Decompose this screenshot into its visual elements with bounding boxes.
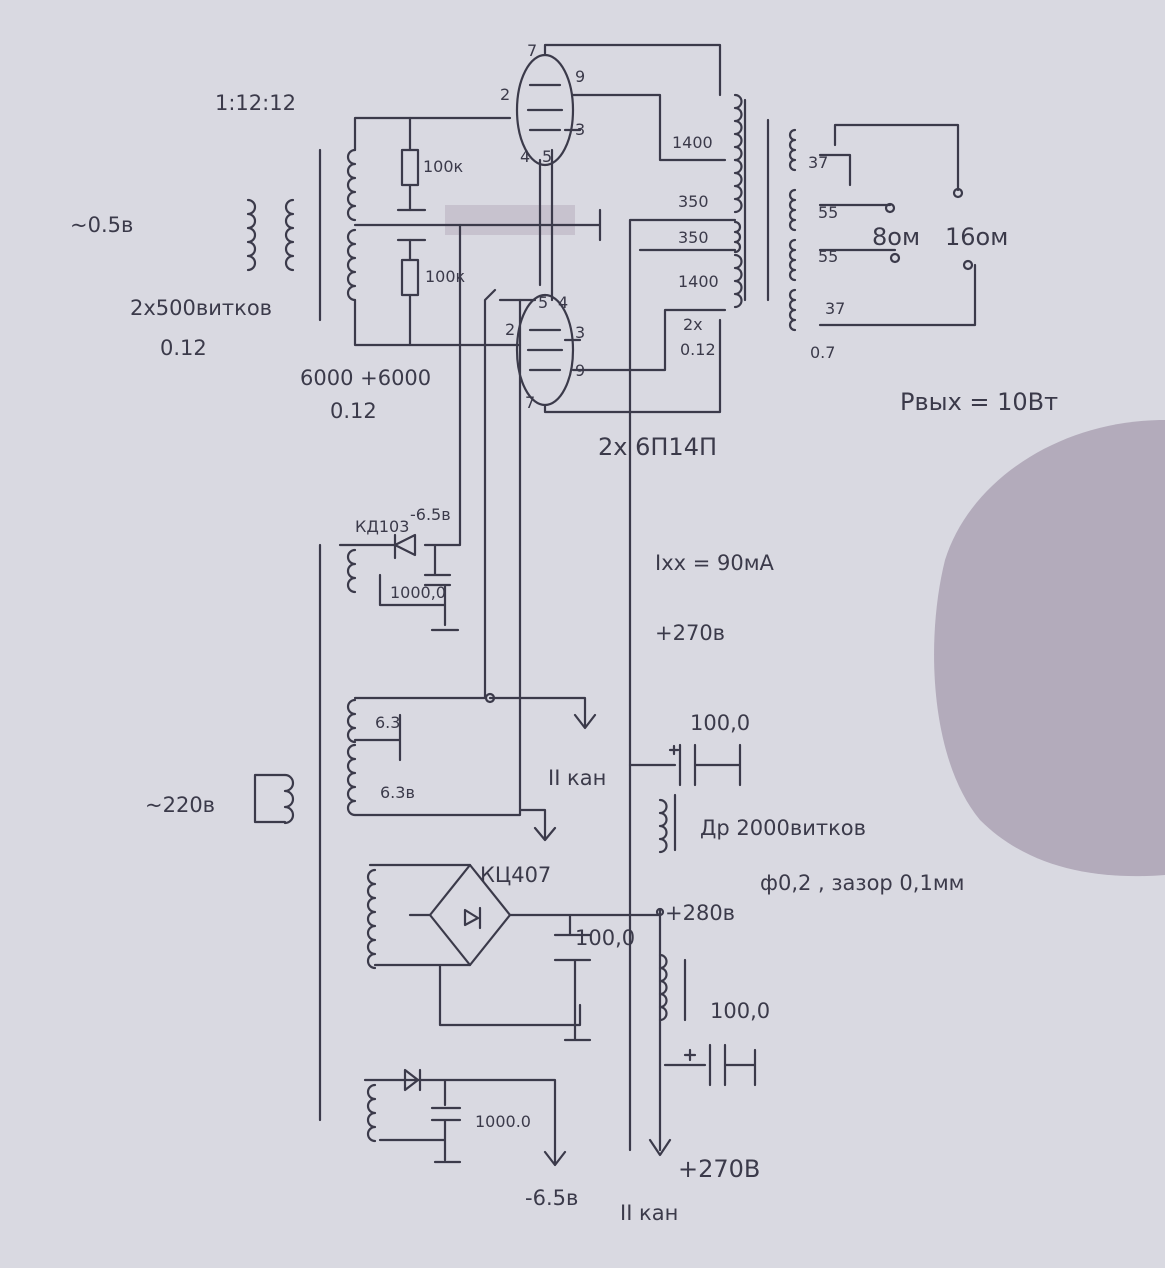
coil-winding	[346, 698, 357, 744]
label-tubes: 2х 6П14П	[598, 433, 717, 461]
label-8ohm: 8ом	[872, 223, 920, 251]
label-choke-spec: ф0,2 , зазор 0,1мм	[760, 871, 965, 895]
label-s1: 37	[808, 153, 828, 172]
label-r1: 100к	[423, 157, 464, 176]
smudge-small	[445, 205, 575, 235]
label-p2: 350	[678, 192, 709, 211]
label-280: +280в	[665, 901, 735, 925]
coil-winding	[733, 93, 743, 162]
label-ratio: 1:12:12	[215, 91, 296, 115]
coil-winding	[788, 128, 797, 172]
coil-winding	[658, 953, 668, 1022]
pin: 9	[575, 361, 585, 380]
pin: 2	[500, 85, 510, 104]
label-cap3: 100,0	[710, 999, 770, 1023]
label-r2: 100к	[425, 267, 466, 286]
coil-winding	[284, 198, 295, 272]
pin: 5	[542, 147, 552, 166]
pin: 7	[525, 393, 535, 412]
coil-winding	[346, 548, 357, 594]
coil-winding	[346, 228, 357, 302]
label-wire-count: 2х	[683, 315, 703, 334]
label-choke: Др 2000витков	[700, 816, 866, 840]
label-heater2: 6.3в	[380, 783, 415, 802]
coil-winding	[788, 238, 797, 282]
pin: 5	[538, 293, 548, 312]
label-ch2: II кан	[548, 766, 606, 790]
coil-winding	[366, 868, 377, 970]
pin: 9	[575, 67, 585, 86]
label-heater1: 6.3	[375, 713, 400, 732]
label-bias-voltage: -6.5в	[410, 505, 451, 524]
coils	[246, 93, 797, 1143]
label-p3: 350	[678, 228, 709, 247]
pin: 4	[558, 293, 568, 312]
label-bridge: КЦ407	[480, 863, 551, 887]
label-mains: ~220в	[145, 793, 215, 817]
label-secondary: 6000 +6000	[300, 366, 431, 390]
coil-winding	[658, 798, 668, 854]
coil-winding	[733, 253, 743, 309]
label-input-voltage: ~0.5в	[70, 213, 133, 237]
pin: 2	[505, 320, 515, 339]
label-power-out: Pвых = 10Вт	[900, 388, 1058, 416]
label-idle-current: Iхх = 90мА	[655, 551, 775, 575]
label-primary-wire: 0.12	[160, 336, 207, 360]
coil-winding	[346, 148, 357, 222]
label-bias2-voltage: -6.5в	[525, 1186, 578, 1210]
label-primary: 2х500витков	[130, 296, 272, 320]
pin: 3	[575, 323, 585, 342]
coil-winding	[283, 773, 295, 825]
label-16ohm: 16ом	[945, 223, 1008, 251]
label-s2: 55	[818, 203, 838, 222]
coil-winding	[346, 743, 357, 817]
label-cap1: 100,0	[690, 711, 750, 735]
coil-winding	[788, 188, 797, 232]
label-s3: 55	[818, 247, 838, 266]
label-bias-cap: 1000,0	[390, 583, 446, 602]
label-bias2-cap: 1000.0	[475, 1112, 531, 1131]
label-p1: 1400	[672, 133, 713, 152]
smudge-blob	[934, 420, 1165, 877]
label-secondary-wire: 0.12	[330, 399, 377, 423]
label-diode: КД103	[355, 517, 409, 536]
labels: 1:12:12 ~0.5в 2х500витков 0.12 6000 +600…	[70, 41, 1058, 1225]
coil-winding	[366, 1083, 377, 1143]
pin: 3	[575, 120, 585, 139]
label-270a: +270в	[655, 621, 725, 645]
coil-winding	[733, 220, 742, 254]
coil-winding	[733, 158, 743, 214]
coil-winding	[246, 198, 257, 272]
label-s-wire: 0.7	[810, 343, 835, 362]
label-wire: 0.12	[680, 340, 716, 359]
pin: 4	[520, 147, 530, 166]
coil-winding	[788, 288, 797, 332]
label-s4: 37	[825, 299, 845, 318]
pin: 7	[527, 41, 537, 60]
label-p4: 1400	[678, 272, 719, 291]
label-ch2b: II кан	[620, 1201, 678, 1225]
wires	[253, 43, 977, 1167]
label-cap2: 100,0	[575, 926, 635, 950]
label-270b: +270В	[678, 1155, 760, 1183]
